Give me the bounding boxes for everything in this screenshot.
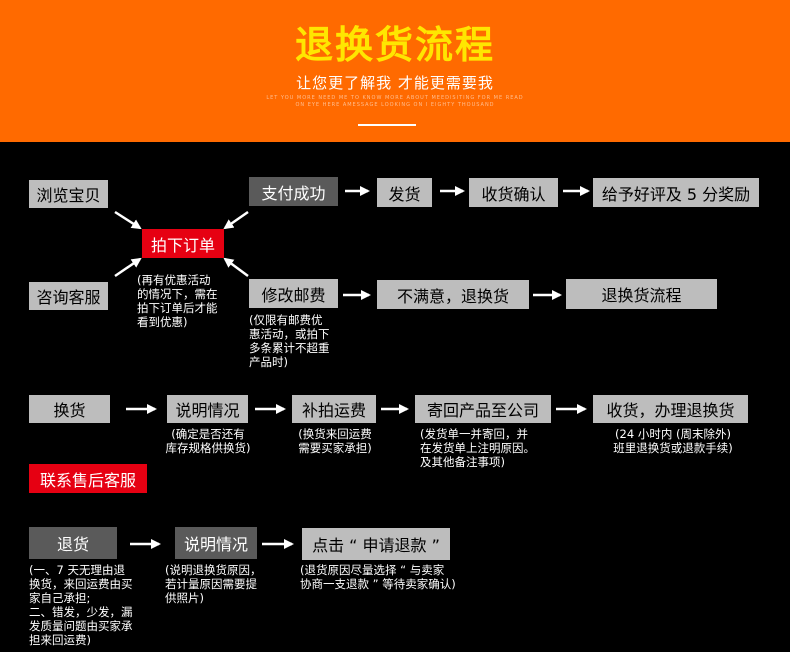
- note-apply-refund: (退货原因尽量选择 “ 与卖家 协商一支退款 ” 等待卖家确认): [300, 563, 456, 591]
- box-modify-postage: 修改邮费: [249, 279, 338, 308]
- note-place-order: (再有优惠活动 的情况下，需在 拍下订单后才能 看到优惠): [137, 273, 218, 329]
- page-subtitle: 让您更了解我 才能更需要我: [296, 74, 494, 92]
- note-modify-postage: (仅限有邮费优 惠活动，或拍下 多条累计不超重 产品时): [249, 313, 330, 369]
- arrow-order-to-pay: [223, 210, 249, 230]
- box-repay-shipping: 补拍运费: [292, 395, 376, 423]
- box-ship: 发货: [377, 178, 432, 207]
- box-receive-process: 收货，办理退换货: [593, 395, 748, 423]
- tagline-line-2: ON EYE HERE AMESSAGE LOOKING ON I EIGHTY…: [295, 102, 495, 108]
- note-send-back: (发货单一并寄回，并 在发货单上注明原因。 及其他备注事项): [420, 427, 535, 469]
- page-title: 退换货流程: [294, 23, 495, 67]
- box-exchange: 换货: [29, 395, 110, 423]
- box-unsatisfied: 不满意，退换货: [377, 280, 529, 309]
- box-return-flow: 退换货流程: [566, 279, 717, 309]
- box-contact-service: 联系售后客服: [29, 464, 147, 493]
- note-receive-process: (24 小时内 (周末除外) 班里退换货或退款手续): [613, 427, 733, 455]
- note-exchange-explain: (确定是否还有 库存规格供换货): [165, 427, 251, 455]
- arrow-order-to-modify: [223, 257, 249, 278]
- box-consult: 咨询客服: [29, 282, 108, 310]
- box-pay-success: 支付成功: [249, 177, 338, 206]
- box-place-order: 拍下订单: [142, 229, 224, 258]
- box-exchange-explain: 说明情况: [167, 395, 248, 423]
- title-underline: [358, 124, 416, 126]
- arrow-browse-to-order: [114, 210, 142, 230]
- box-browse: 浏览宝贝: [29, 180, 108, 208]
- box-praise: 给予好评及 5 分奖励: [593, 178, 759, 207]
- tagline-line-1: LET YOU MORE NEED ME TO KNOW MORE ABOUT …: [266, 95, 524, 101]
- note-return-explain: (说明退换货原因， 若计量原因需要提 供照片): [165, 563, 262, 605]
- box-confirm-receipt: 收货确认: [469, 178, 558, 207]
- box-send-back: 寄回产品至公司: [415, 395, 551, 423]
- box-return-explain: 说明情况: [175, 527, 257, 559]
- box-return: 退货: [29, 527, 117, 559]
- note-return: (一、7 天无理由退 换货，来回运费由买 家自己承担; 二、错发，少发，漏 发质…: [29, 563, 133, 647]
- note-repay-shipping: (换货来回运费 需要买家承担): [298, 427, 372, 455]
- box-apply-refund: 点击 “ 申请退款 ”: [302, 528, 450, 560]
- header-banner: 退换货流程 让您更了解我 才能更需要我 LET YOU MORE NEED ME…: [0, 0, 790, 142]
- arrow-consult-to-order: [114, 257, 142, 278]
